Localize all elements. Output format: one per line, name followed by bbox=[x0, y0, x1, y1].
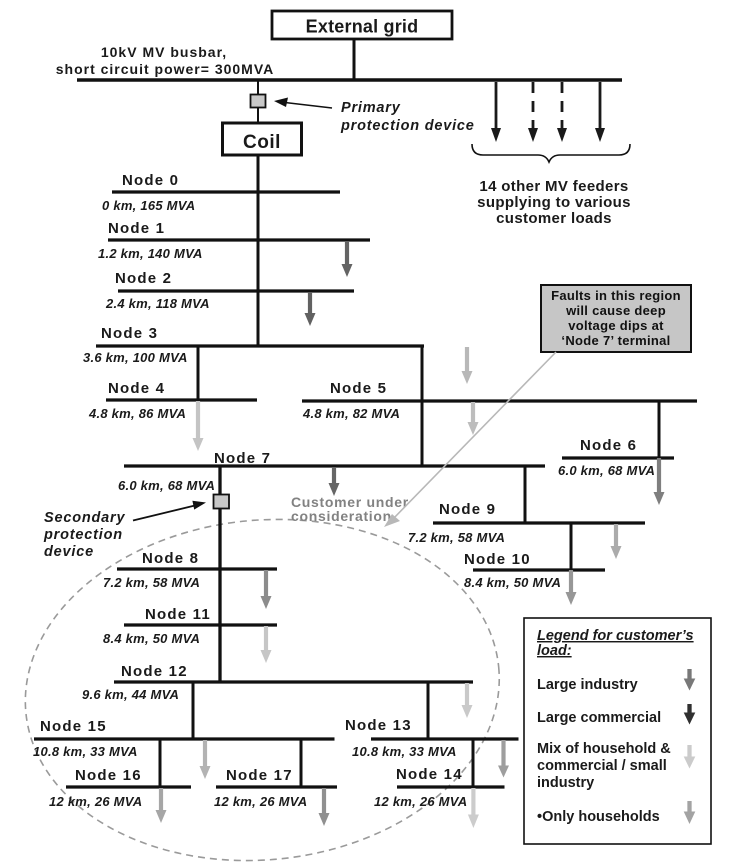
svg-text:customer loads: customer loads bbox=[496, 210, 612, 227]
svg-text:8.4 km, 50 MVA: 8.4 km, 50 MVA bbox=[103, 631, 200, 646]
svg-text:load:: load: bbox=[537, 643, 572, 659]
svg-text:Node 7: Node 7 bbox=[214, 450, 271, 467]
svg-text:•Only households: •Only households bbox=[537, 809, 660, 825]
svg-text:Coil: Coil bbox=[243, 132, 281, 153]
svg-text:Node 15: Node 15 bbox=[40, 718, 107, 735]
svg-text:7.2 km, 58 MVA: 7.2 km, 58 MVA bbox=[408, 530, 505, 545]
svg-text:Customer under: Customer under bbox=[291, 494, 409, 510]
svg-text:Node 12: Node 12 bbox=[121, 663, 188, 680]
svg-text:Node 6: Node 6 bbox=[580, 437, 637, 454]
svg-text:consideration: consideration bbox=[291, 508, 392, 524]
svg-text:Secondary: Secondary bbox=[44, 510, 125, 526]
svg-text:1.2 km, 140 MVA: 1.2 km, 140 MVA bbox=[98, 246, 203, 261]
svg-text:Node 2: Node 2 bbox=[115, 270, 172, 287]
svg-text:Node 5: Node 5 bbox=[330, 380, 387, 397]
svg-text:Node 16: Node 16 bbox=[75, 767, 142, 784]
svg-text:Primary: Primary bbox=[341, 100, 401, 116]
svg-text:commercial / small: commercial / small bbox=[537, 758, 667, 774]
svg-text:Node 3: Node 3 bbox=[101, 325, 158, 342]
svg-text:10.8 km, 33 MVA: 10.8 km, 33 MVA bbox=[352, 744, 457, 759]
svg-text:Node 1: Node 1 bbox=[108, 220, 165, 237]
svg-text:8.4 km, 50 MVA: 8.4 km, 50 MVA bbox=[464, 575, 561, 590]
svg-text:14 other MV feeders: 14 other MV feeders bbox=[479, 178, 628, 195]
svg-text:protection device: protection device bbox=[340, 118, 475, 134]
svg-text:short circuit power= 300MVA: short circuit power= 300MVA bbox=[56, 61, 275, 77]
svg-text:‘Node 7’ terminal: ‘Node 7’ terminal bbox=[561, 333, 670, 348]
svg-text:industry: industry bbox=[537, 775, 594, 791]
svg-text:supplying to various: supplying to various bbox=[477, 194, 631, 211]
svg-text:Node 4: Node 4 bbox=[108, 380, 165, 397]
svg-text:6.0 km, 68 MVA: 6.0 km, 68 MVA bbox=[118, 478, 215, 493]
svg-text:7.2 km, 58 MVA: 7.2 km, 58 MVA bbox=[103, 575, 200, 590]
svg-text:Node 14: Node 14 bbox=[396, 766, 463, 783]
svg-text:4.8 km, 82 MVA: 4.8 km, 82 MVA bbox=[302, 406, 400, 421]
svg-text:Large commercial: Large commercial bbox=[537, 710, 661, 726]
svg-text:Faults in this region: Faults in this region bbox=[551, 288, 681, 303]
svg-text:Legend for customer’s: Legend for customer’s bbox=[537, 628, 694, 644]
svg-text:Node 13: Node 13 bbox=[345, 717, 412, 734]
svg-text:2.4 km, 118 MVA: 2.4 km, 118 MVA bbox=[105, 296, 210, 311]
svg-text:Node 8: Node 8 bbox=[142, 550, 199, 567]
svg-text:External grid: External grid bbox=[306, 17, 419, 37]
svg-text:12 km, 26 MVA: 12 km, 26 MVA bbox=[49, 794, 142, 809]
svg-text:9.6 km, 44 MVA: 9.6 km, 44 MVA bbox=[82, 687, 179, 702]
svg-text:Large industry: Large industry bbox=[537, 677, 638, 693]
svg-text:Node 0: Node 0 bbox=[122, 172, 179, 189]
svg-text:device: device bbox=[44, 544, 94, 560]
svg-text:10kV MV busbar,: 10kV MV busbar, bbox=[101, 44, 227, 60]
svg-text:3.6 km, 100 MVA: 3.6 km, 100 MVA bbox=[83, 350, 188, 365]
svg-text:4.8 km, 86 MVA: 4.8 km, 86 MVA bbox=[88, 406, 186, 421]
svg-text:will cause deep: will cause deep bbox=[565, 303, 666, 318]
svg-text:12 km, 26 MVA: 12 km, 26 MVA bbox=[214, 794, 307, 809]
svg-text:10.8 km, 33 MVA: 10.8 km, 33 MVA bbox=[33, 744, 138, 759]
svg-text:Node 11: Node 11 bbox=[145, 606, 211, 623]
svg-text:Node 10: Node 10 bbox=[464, 551, 531, 568]
svg-text:Node 17: Node 17 bbox=[226, 767, 293, 784]
svg-text:6.0 km, 68 MVA: 6.0 km, 68 MVA bbox=[558, 463, 655, 478]
svg-text:Node 9: Node 9 bbox=[439, 501, 496, 518]
svg-text:Mix of household &: Mix of household & bbox=[537, 741, 671, 757]
svg-text:voltage dips at: voltage dips at bbox=[568, 318, 664, 333]
svg-text:protection: protection bbox=[43, 527, 123, 543]
svg-text:0 km, 165 MVA: 0 km, 165 MVA bbox=[102, 198, 195, 213]
svg-text:12 km, 26 MVA: 12 km, 26 MVA bbox=[374, 794, 467, 809]
